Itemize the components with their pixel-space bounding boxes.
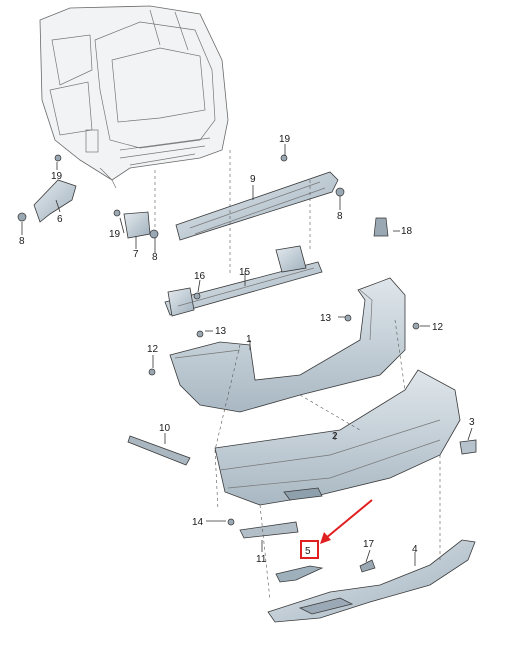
leader-lines <box>21 144 473 566</box>
label-part-12b: 12 <box>147 344 159 355</box>
label-part-16: 16 <box>194 271 206 282</box>
highlight-box <box>300 540 319 559</box>
part-15-cross-member <box>164 245 323 317</box>
label-part-7: 7 <box>133 249 139 260</box>
part-11-trim <box>239 521 299 539</box>
label-part-14: 14 <box>192 517 204 528</box>
part-6-bracket <box>33 179 77 223</box>
label-part-10: 10 <box>159 423 171 434</box>
label-part-19b: 19 <box>51 171 63 182</box>
part-2-bumper-cover <box>214 369 461 506</box>
label-part-9: 9 <box>250 174 256 185</box>
car-body-rear <box>39 5 229 189</box>
highlight-part-5 <box>300 499 373 559</box>
label-part-13a: 13 <box>215 326 227 337</box>
highlight-arrow-head <box>320 532 331 544</box>
label-part-1: 1 <box>246 334 252 345</box>
label-part-8b: 8 <box>337 211 343 222</box>
label-part-2: 2 <box>332 431 338 442</box>
part-7-bracket <box>123 211 151 239</box>
label-part-8c: 8 <box>152 252 158 263</box>
part-1-bumper-upper <box>169 277 406 413</box>
part-4-diffuser <box>267 539 476 623</box>
label-part-12a: 12 <box>432 322 444 333</box>
label-part-19c: 19 <box>109 229 121 240</box>
label-part-15: 15 <box>239 267 251 278</box>
highlight-arrow-line <box>325 499 373 539</box>
part-10-reflector <box>127 435 191 466</box>
fasteners <box>17 154 420 573</box>
label-part-18: 18 <box>401 226 413 237</box>
label-part-11: 11 <box>256 554 267 565</box>
label-part-3: 3 <box>469 417 475 428</box>
label-part-6: 6 <box>57 214 63 225</box>
label-part-13b: 13 <box>320 313 332 324</box>
label-part-4: 4 <box>412 544 418 555</box>
label-part-8a: 8 <box>19 236 25 247</box>
part-5-trim <box>275 565 324 583</box>
part-labels: 1 2 3 4 5 6 7 8 8 8 9 10 11 12 12 13 13 … <box>19 134 475 565</box>
label-part-17: 17 <box>363 539 375 550</box>
label-part-19a: 19 <box>279 134 291 145</box>
part-3-sensor <box>459 439 477 455</box>
part-9-carrier <box>175 171 339 241</box>
assembly-lines <box>154 150 441 601</box>
label-part-5: 5 <box>305 546 311 557</box>
